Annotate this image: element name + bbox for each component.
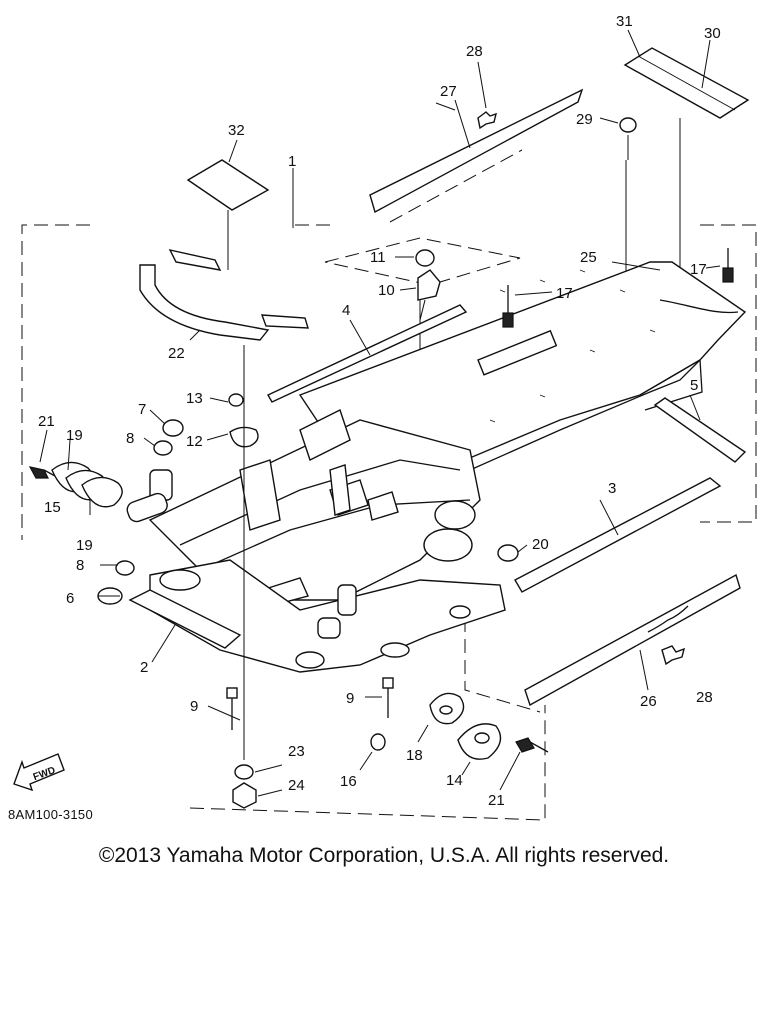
rail-3 — [514, 477, 722, 593]
callout-21-left: 21 — [38, 413, 55, 430]
grommet-29 — [599, 117, 637, 160]
mount-plates-19-15 — [51, 439, 123, 515]
bracket-10 — [399, 269, 441, 321]
bolt-9-left — [226, 687, 238, 730]
callout-6: 6 — [66, 590, 74, 607]
bushing-8-upper — [153, 440, 173, 456]
callout-29: 29 — [576, 111, 593, 128]
callout-15: 15 — [44, 499, 61, 516]
rail-5 — [653, 394, 747, 463]
callout-labels: 1 2 3 4 5 6 7 8 8 9 9 10 11 12 13 14 15 … — [38, 13, 721, 809]
callout-2: 2 — [140, 659, 148, 676]
decal-strips-30-31 — [623, 29, 750, 119]
callout-14: 14 — [446, 772, 463, 789]
callout-7: 7 — [138, 401, 146, 418]
bolt-21-left — [28, 429, 56, 479]
callout-30: 30 — [704, 25, 721, 42]
lower-frame-2 — [128, 559, 506, 673]
collar-16 — [370, 733, 386, 751]
rail-4 — [267, 304, 468, 403]
callout-12: 12 — [186, 433, 203, 450]
frame-parts-diagram: FWD 1 2 3 4 5 6 7 8 8 9 9 10 11 12 — [13, 13, 757, 821]
bolt-21-right — [499, 737, 549, 791]
nut-20 — [497, 544, 519, 562]
nut-24 — [232, 345, 257, 809]
callout-23: 23 — [288, 743, 305, 760]
callout-13: 13 — [186, 390, 203, 407]
callout-28-lower: 28 — [696, 689, 713, 706]
decal-32 — [186, 139, 270, 211]
callout-32: 32 — [228, 122, 245, 139]
callout-19-upper: 19 — [66, 427, 83, 444]
callout-31: 31 — [616, 13, 633, 30]
callout-26: 26 — [640, 693, 657, 710]
assembly-boundary — [21, 224, 757, 821]
bushing-7 — [162, 419, 184, 437]
callout-27: 27 — [440, 83, 457, 100]
bolt-17-center — [502, 285, 514, 328]
bushing-8-lower — [100, 560, 135, 576]
callout-18: 18 — [406, 747, 423, 764]
bolt-9-center — [382, 677, 394, 718]
callout-28-top: 28 — [466, 43, 483, 60]
callout-4: 4 — [342, 302, 350, 319]
callout-17-right: 17 — [690, 261, 707, 278]
callout-19-lower: 19 — [76, 537, 93, 554]
callout-5: 5 — [690, 377, 698, 394]
callout-24: 24 — [288, 777, 305, 794]
bushing-23 — [234, 764, 254, 780]
callout-9-left: 9 — [190, 698, 198, 715]
callout-11: 11 — [370, 249, 386, 266]
callout-10: 10 — [378, 282, 395, 299]
callout-20: 20 — [532, 536, 549, 553]
copyright-notice: ©2013 Yamaha Motor Corporation, U.S.A. A… — [98, 844, 670, 867]
cap-13 — [228, 393, 244, 407]
side-decal-26 — [524, 573, 741, 707]
bracket-18 — [429, 692, 465, 725]
side-decal-27 — [369, 88, 584, 223]
callout-16: 16 — [340, 773, 357, 790]
callout-17-center: 17 — [556, 285, 573, 302]
shock-mounts — [126, 469, 357, 639]
emblem-28-top — [477, 61, 497, 130]
bracket-14 — [457, 723, 502, 760]
callout-1: 1 — [288, 153, 296, 170]
callout-8-lower: 8 — [76, 557, 84, 574]
callout-22: 22 — [168, 345, 185, 362]
bolt-17-right — [722, 248, 734, 283]
bumper-22 — [139, 232, 309, 341]
callout-3: 3 — [608, 480, 616, 497]
callout-9-center: 9 — [346, 690, 354, 707]
callout-leaders — [98, 102, 721, 797]
callout-21-right: 21 — [488, 792, 505, 809]
cap-11 — [395, 249, 435, 267]
tunnel-frame-25 — [298, 261, 747, 496]
fwd-arrow-icon: FWD — [13, 753, 65, 792]
drawing-code: 8AM100-3150 — [8, 807, 93, 822]
callout-8-upper: 8 — [126, 430, 134, 447]
front-frame-assembly — [148, 409, 481, 607]
callout-25: 25 — [580, 249, 597, 266]
emblem-28-lower — [661, 645, 686, 666]
